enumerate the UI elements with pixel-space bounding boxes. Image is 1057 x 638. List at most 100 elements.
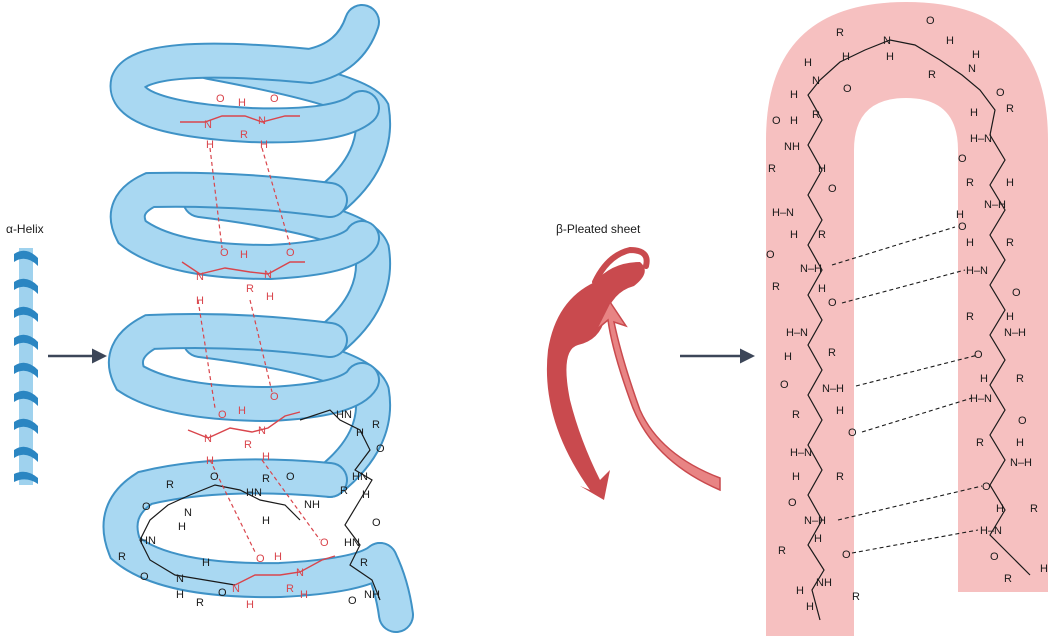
atom-r: R [1030, 503, 1038, 515]
atom-r: R [778, 545, 786, 557]
atom-o: O [348, 595, 357, 607]
atom-n: N [204, 119, 212, 131]
atom-h: H [238, 97, 246, 109]
atom-hn: H–N [970, 393, 992, 405]
atom-h: H [246, 599, 254, 611]
atom-h: H [966, 237, 974, 249]
atom-h: H [980, 373, 988, 385]
atom-o: O [140, 571, 149, 583]
atom-nh: N–H [984, 199, 1006, 211]
helix-red-atoms: N H O H R N H O N H O H R N H O N H O H … [196, 93, 329, 611]
atom-h: H [266, 291, 274, 303]
atom-o: O [270, 93, 279, 105]
beta-ribbon-icon [546, 246, 721, 500]
atom-n: N [883, 35, 891, 47]
atom-r: R [1004, 573, 1012, 585]
atom-r: R [812, 109, 820, 121]
atom-h: H [792, 471, 800, 483]
atom-h: H [790, 115, 798, 127]
atom-h: H [946, 35, 954, 47]
helix-mini-icon [14, 248, 38, 485]
atom-hn: HN [246, 487, 262, 499]
atom-h: H [240, 249, 248, 261]
atom-hn: HN [352, 471, 368, 483]
atom-hn: H–N [772, 207, 794, 219]
atom-h: H [784, 351, 792, 363]
atom-o: O [286, 247, 295, 259]
atom-o: O [958, 221, 967, 233]
atom-r: R [792, 409, 800, 421]
atom-hn: HN [140, 535, 156, 547]
atom-h: H [300, 589, 308, 601]
atom-o: O [828, 183, 837, 195]
atom-o: O [788, 497, 797, 509]
atom-hn: HN [344, 537, 360, 549]
atom-n: N [184, 507, 192, 519]
atom-o: O [220, 247, 229, 259]
alpha-helix-label: α-Helix [6, 222, 44, 236]
atom-nh: NH [816, 577, 832, 589]
atom-r: R [244, 439, 252, 451]
atom-o: O [766, 249, 775, 261]
atom-o: O [216, 93, 225, 105]
atom-o: O [210, 471, 219, 483]
atom-r: R [828, 347, 836, 359]
atom-r: R [836, 27, 844, 39]
atom-h: H [790, 229, 798, 241]
atom-o: O [270, 391, 279, 403]
beta-backbone-bonds [807, 39, 1031, 621]
atom-h: H [178, 521, 186, 533]
atom-o: O [958, 153, 967, 165]
atom-hn: H–N [966, 265, 988, 277]
atom-r: R [286, 583, 294, 595]
atom-h: H [262, 515, 270, 527]
atom-h: H [262, 451, 270, 463]
atom-nh: N–H [804, 515, 826, 527]
atom-h: H [972, 49, 980, 61]
atom-nh: H–N [970, 133, 992, 145]
atom-o: O [320, 537, 329, 549]
atom-r: R [818, 229, 826, 241]
atom-o: O [1012, 287, 1021, 299]
atom-o: O [142, 501, 151, 513]
atom-o: O [974, 349, 983, 361]
atom-nh: N–H [800, 263, 822, 275]
atom-r: R [1016, 373, 1024, 385]
atom-h: H [260, 139, 268, 151]
atom-r: R [166, 479, 174, 491]
atom-o: O [256, 553, 265, 565]
atom-o: O [990, 551, 999, 563]
atom-r: R [240, 129, 248, 141]
atom-n: N [812, 75, 820, 87]
atom-h: H [274, 551, 282, 563]
atom-n: N [258, 115, 266, 127]
atom-h: H [176, 589, 184, 601]
atom-o: O [218, 409, 227, 421]
atom-r: R [372, 419, 380, 431]
atom-o: O [828, 297, 837, 309]
atom-nh: NH [304, 499, 320, 511]
beta-hydrogen-bonds [831, 226, 983, 554]
atom-n: N [258, 425, 266, 437]
alpha-helix-tube [102, 4, 414, 633]
atom-n: N [204, 433, 212, 445]
helix-black-atoms: HN R H O HN R H O HN R O NH NH O R HN H … [118, 409, 385, 609]
atom-o: O [982, 481, 991, 493]
atom-h: H [196, 295, 204, 307]
atom-r: R [768, 163, 776, 175]
helix-red-backbones [180, 115, 336, 586]
atom-o: O [996, 87, 1005, 99]
atom-h: H [806, 601, 814, 613]
helix-hydrogen-bonds [197, 147, 321, 553]
atom-r: R [928, 69, 936, 81]
atom-n: N [196, 271, 204, 283]
atom-r: R [976, 437, 984, 449]
atom-hn: H–N [980, 525, 1002, 537]
atom-h: H [818, 283, 826, 295]
beta-atoms: R H N H O H R N H H N O O H R H O NH R H… [766, 15, 1048, 613]
atom-hn: HN [336, 409, 352, 421]
atom-r: R [360, 557, 368, 569]
atom-h: H [996, 503, 1004, 515]
atom-o: O [218, 587, 227, 599]
atom-n: N [264, 269, 272, 281]
